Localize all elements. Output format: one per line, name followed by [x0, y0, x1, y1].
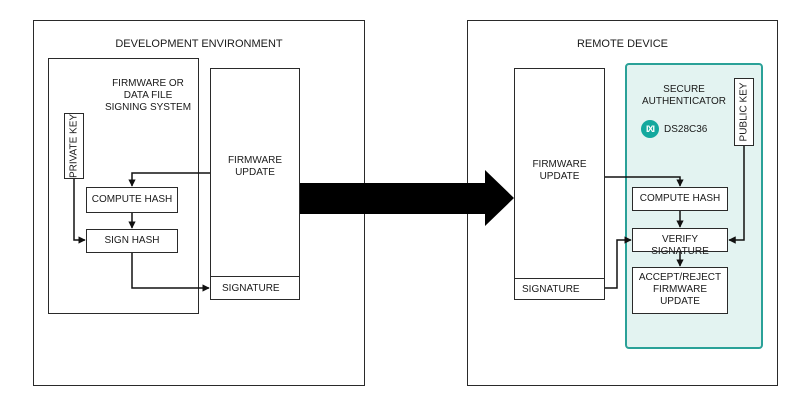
remote-firmware-update-box: [514, 68, 605, 300]
remote-compute-hash-label: COMPUTE HASH: [639, 193, 721, 204]
accept-reject-label: ACCEPT/REJECT FIRMWARE UPDATE: [638, 272, 722, 307]
verify-signature-label: VERIFY SIGNATURE: [651, 234, 709, 257]
dev-firmware-to-hash-line: [128, 172, 210, 187]
remote-signature-to-verify-line: [605, 236, 632, 289]
accept-reject-box: [632, 267, 728, 314]
transfer-arrow: [300, 170, 514, 226]
remote-firmware-to-hash-line: [605, 176, 684, 187]
private-key-box: [64, 113, 84, 179]
dev-compute-hash-box: [86, 187, 178, 213]
remote-signature-label: SIGNATURE: [522, 284, 580, 295]
dev-signature-box: [210, 276, 300, 300]
verify-signature-box: [632, 228, 728, 252]
maxim-logo-icon: IXI: [641, 120, 659, 138]
public-key-box: [734, 78, 754, 146]
sign-hash-label: SIGN HASH: [104, 235, 160, 246]
development-environment-title: DEVELOPMENT ENVIRONMENT: [115, 38, 283, 50]
secure-authenticator-label: SECURE AUTHENTICATOR: [641, 84, 727, 107]
remote-firmware-update-label: FIRMWARE UPDATE: [532, 159, 587, 182]
dev-firmware-update-box: [210, 68, 300, 300]
signing-system-label: FIRMWARE OR DATA FILE SIGNING SYSTEM: [104, 78, 192, 113]
remote-signature-box: [514, 278, 605, 300]
dev-firmware-update-label: FIRMWARE UPDATE: [227, 155, 283, 178]
dev-signature-label: SIGNATURE: [222, 283, 280, 294]
public-key-to-verify-line: [728, 146, 745, 244]
part-number-label: DS28C36: [664, 124, 708, 135]
sign-to-signature-line: [131, 253, 210, 292]
remote-compute-hash-box: [632, 187, 728, 211]
remote-device-title: REMOTE DEVICE: [576, 38, 669, 50]
signing-system-panel: [48, 58, 199, 314]
dev-compute-hash-label: COMPUTE HASH: [91, 194, 173, 205]
private-key-to-sign-line: [73, 179, 86, 244]
sign-hash-box: [86, 229, 178, 253]
